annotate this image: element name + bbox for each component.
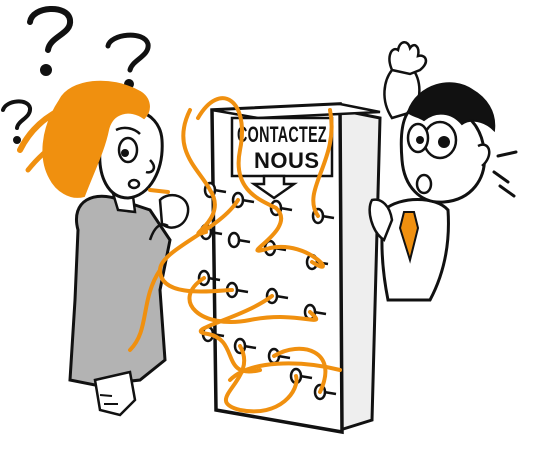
confused-woman — [17, 80, 190, 417]
man-raised-hand — [388, 41, 428, 76]
surprise-lines-icon — [492, 150, 518, 198]
sign-line-2: NOUS — [254, 148, 320, 173]
woman-hand — [158, 193, 190, 229]
question-mark-icon — [1, 99, 32, 144]
arrow-down-icon — [250, 174, 298, 200]
sign-line-1: CONTACTEZ — [237, 122, 327, 147]
switchboard-panel: CONTACTEZ NOUS — [128, 96, 382, 435]
contact-sign — [230, 116, 334, 178]
question-mark-icon — [105, 32, 151, 89]
panicked-man — [368, 41, 518, 302]
tangled-cables — [128, 96, 342, 414]
man-tie — [398, 211, 420, 264]
woman-sweater — [68, 194, 172, 387]
man-shirt — [380, 198, 450, 302]
woman-hair — [42, 80, 150, 198]
man-hair — [406, 82, 496, 133]
jack — [227, 231, 251, 249]
question-mark-icon — [27, 5, 74, 76]
